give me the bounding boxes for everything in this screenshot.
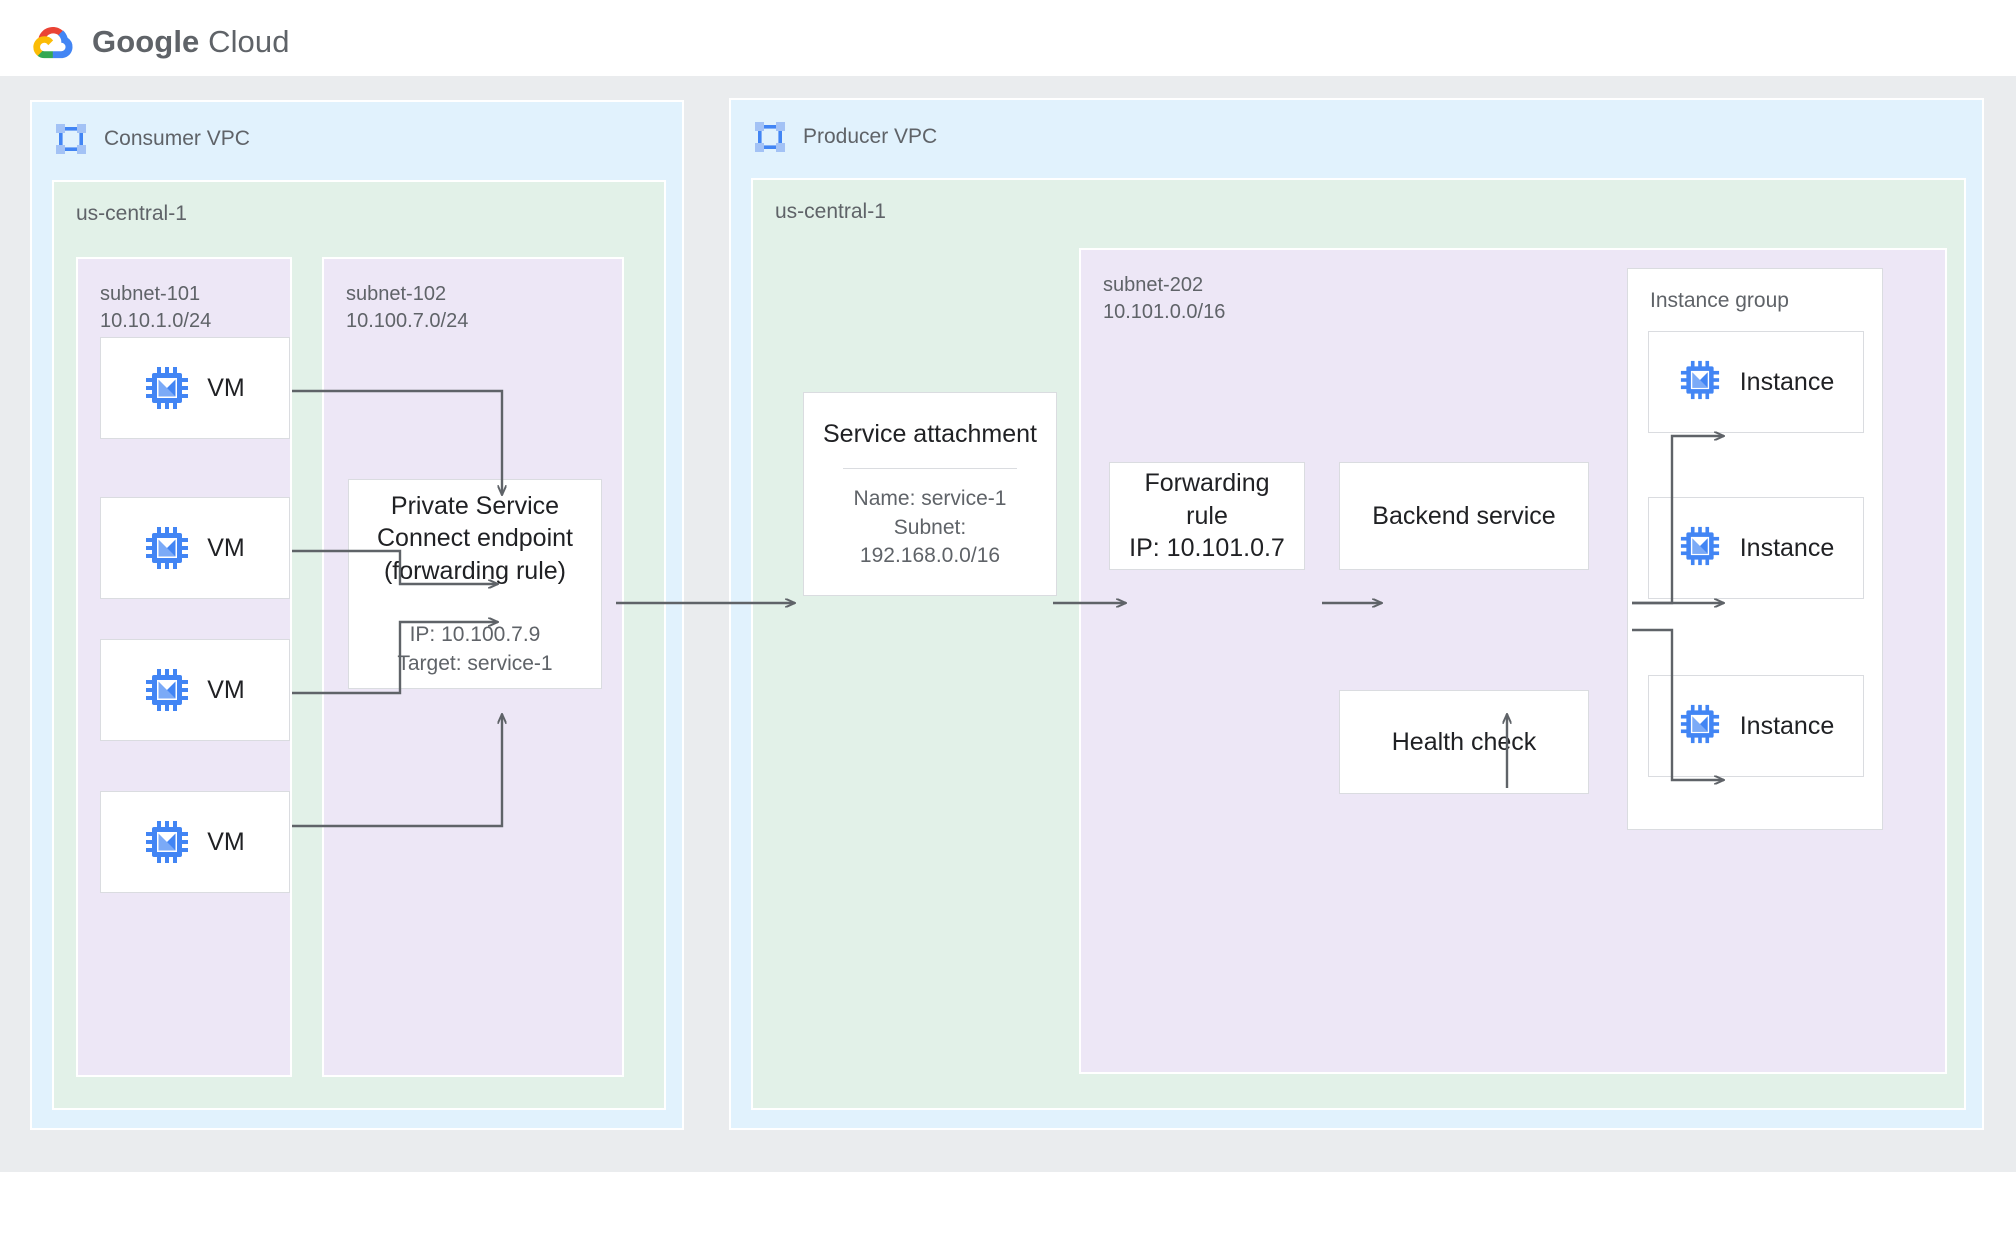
consumer-vpc-panel: Consumer VPC us-central-1 subnet-101 10.…: [30, 100, 684, 1130]
subnet-101-label: subnet-101 10.10.1.0/24: [100, 283, 212, 332]
subnet-102-label: subnet-102 10.100.7.0/24: [346, 283, 469, 332]
diagram-page: Google Cloud Consume: [0, 22, 2016, 1172]
backend-service-title: Backend service: [1372, 501, 1556, 530]
subnet-202-label: subnet-202 10.101.0.0/16: [1103, 274, 1226, 323]
health-check-card[interactable]: Health check: [1339, 690, 1589, 794]
service-attachment-card[interactable]: Service attachment Name: service-1 Subne…: [803, 392, 1057, 596]
health-check-title: Health check: [1391, 727, 1537, 756]
vm-instance-icon: [145, 820, 189, 864]
brand-header: Google Cloud: [30, 22, 290, 62]
vm-instance-3[interactable]: VM: [100, 639, 290, 741]
psc-endpoint-meta: IP: 10.100.7.9 Target: service-1: [397, 623, 553, 675]
subnet-101-panel: subnet-101 10.10.1.0/24: [76, 257, 292, 1077]
vm-instance-4[interactable]: VM: [100, 791, 290, 893]
vm-instance-icon: [1678, 704, 1722, 748]
consumer-region-panel: us-central-1 subnet-101 10.10.1.0/24: [52, 180, 666, 1110]
producer-vpc-panel: Producer VPC us-central-1 Service attach…: [729, 98, 1984, 1130]
subnet-102-panel: subnet-102 10.100.7.0/24 Private Service…: [322, 257, 624, 1077]
vm-instance-icon: [1678, 360, 1722, 404]
vpc-network-icon: [54, 122, 88, 156]
service-attachment-meta: Name: service-1 Subnet: 192.168.0.0/16: [853, 487, 1007, 567]
brand-name: Google Cloud: [92, 24, 290, 60]
vm-instance-2[interactable]: VM: [100, 497, 290, 599]
google-cloud-logo-icon: [30, 22, 76, 62]
instance-1-label: Instance: [1739, 367, 1835, 396]
vm-instance-icon: [145, 526, 189, 570]
vm-instance-2-label: VM: [207, 533, 245, 562]
vm-instance-3-label: VM: [207, 675, 245, 704]
subnet-202-panel: subnet-202 10.101.0.0/16 Forwarding rule…: [1079, 248, 1947, 1074]
diagram-canvas: Consumer VPC us-central-1 subnet-101 10.…: [0, 76, 2016, 1172]
producer-region-title: us-central-1: [775, 200, 886, 223]
service-attachment-divider: [842, 468, 1018, 470]
psc-endpoint-card[interactable]: Private Service Connect endpoint (forwar…: [348, 479, 602, 689]
consumer-region-title: us-central-1: [76, 202, 187, 225]
forwarding-rule-card[interactable]: Forwarding rule IP: 10.101.0.7: [1109, 462, 1305, 570]
instance-group-panel: Instance group: [1627, 268, 1883, 830]
vm-instance-icon: [145, 366, 189, 410]
vm-instance-1[interactable]: VM: [100, 337, 290, 439]
producer-vpc-title: Producer VPC: [803, 125, 938, 148]
consumer-vpc-header: Consumer VPC: [54, 122, 250, 156]
vpc-network-icon: [753, 120, 787, 154]
vm-instance-icon: [1678, 526, 1722, 570]
vm-instance-icon: [145, 668, 189, 712]
producer-region-panel: us-central-1 Service attachment Name: se…: [751, 178, 1966, 1110]
consumer-vpc-title: Consumer VPC: [104, 127, 250, 150]
instance-3[interactable]: Instance: [1648, 675, 1864, 777]
instance-3-label: Instance: [1739, 711, 1835, 740]
vm-instance-4-label: VM: [207, 827, 245, 856]
brand-name-light: Cloud: [199, 24, 290, 59]
producer-vpc-header: Producer VPC: [753, 120, 937, 154]
backend-service-card[interactable]: Backend service: [1339, 462, 1589, 570]
psc-endpoint-title: Private Service Connect endpoint (forwar…: [377, 491, 573, 585]
instance-2-label: Instance: [1739, 533, 1835, 562]
vm-instance-1-label: VM: [207, 373, 245, 402]
brand-name-bold: Google: [92, 24, 200, 59]
instance-group-title: Instance group: [1650, 289, 1789, 312]
instance-1[interactable]: Instance: [1648, 331, 1864, 433]
instance-2[interactable]: Instance: [1648, 497, 1864, 599]
service-attachment-title: Service attachment: [823, 419, 1037, 448]
forwarding-rule-title: Forwarding rule IP: 10.101.0.7: [1129, 469, 1285, 563]
